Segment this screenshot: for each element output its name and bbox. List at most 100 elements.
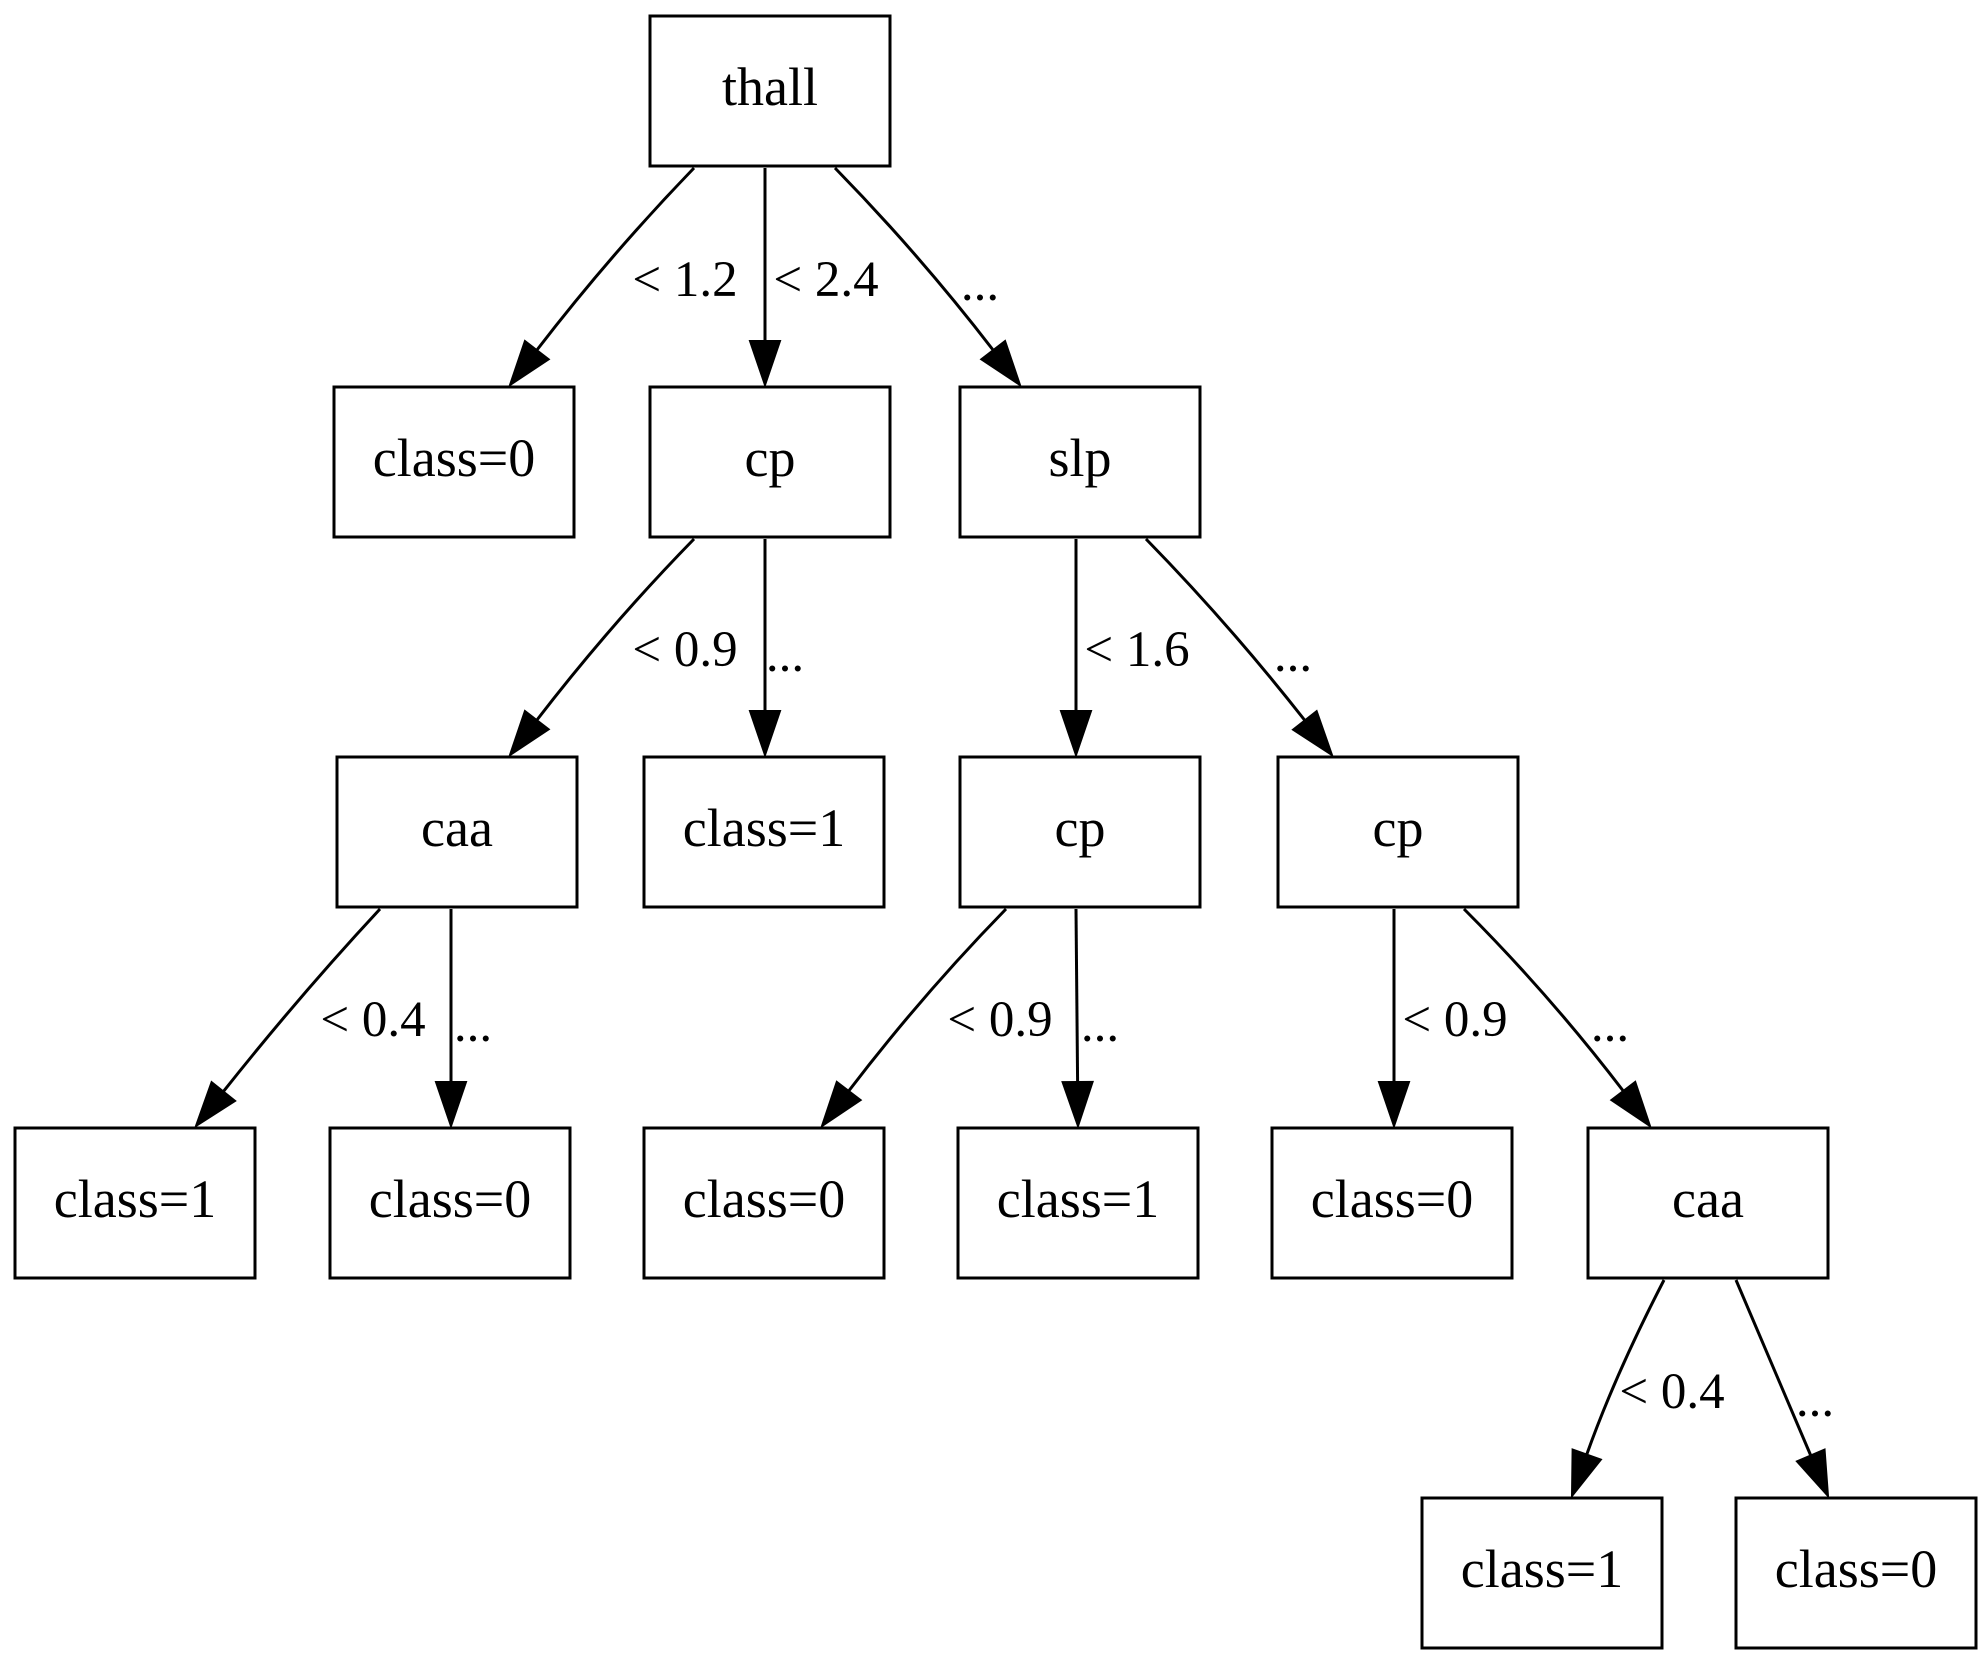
node-label: class=0 — [369, 1169, 531, 1229]
node-box — [1270, 1126, 1514, 1280]
split-node: cp — [648, 385, 892, 539]
tree-edge — [820, 907, 1008, 1129]
edge-labels-layer: < 1.2 < 2.4... < 0.9... < 1.6... < 0.4... < 0… — [320, 252, 1834, 1428]
node-box — [332, 385, 576, 539]
edge-label: ... — [1081, 997, 1119, 1053]
tree-edge — [194, 907, 382, 1129]
leaf-node: class=0 — [328, 1126, 572, 1280]
arrowhead-icon — [508, 339, 551, 388]
arrowhead-icon — [508, 709, 551, 758]
node-label: class=0 — [683, 1169, 845, 1229]
leaf-node: class=0 — [642, 1126, 886, 1280]
tree-edge — [748, 168, 782, 389]
edge-label: < 2.4 — [773, 252, 878, 308]
arrowhead-icon — [979, 339, 1022, 388]
node-box — [328, 1126, 572, 1280]
tree-edge — [748, 539, 782, 759]
edge-label: < 1.2 — [632, 252, 737, 308]
edge-line — [1074, 908, 1080, 1083]
edge-line — [847, 907, 1008, 1092]
tree-edge — [508, 537, 696, 758]
tree-edge — [508, 166, 696, 388]
node-box — [1586, 1126, 1830, 1280]
edge-line — [1585, 1279, 1666, 1456]
arrowhead-icon — [1377, 1081, 1411, 1130]
tree-edge — [1059, 539, 1093, 759]
arrowhead-icon — [194, 1080, 237, 1129]
node-box — [1734, 1496, 1978, 1650]
split-node: caa — [1586, 1126, 1830, 1280]
leaf-node: class=0 — [1270, 1126, 1514, 1280]
edges-layer — [194, 166, 1830, 1499]
split-node: thall — [648, 14, 892, 168]
edge-label: < 0.9 — [632, 622, 737, 678]
edge-line — [222, 907, 382, 1093]
arrowhead-icon — [748, 340, 782, 389]
arrowhead-icon — [1570, 1448, 1603, 1499]
edge-line — [1462, 907, 1625, 1092]
node-box — [958, 755, 1202, 909]
edge-label: < 0.9 — [947, 992, 1052, 1048]
node-label: class=1 — [997, 1169, 1159, 1229]
node-label: class=0 — [373, 428, 535, 488]
node-box — [642, 755, 886, 909]
node-label: cp — [745, 428, 796, 488]
node-box — [13, 1126, 257, 1280]
node-label: class=0 — [1311, 1169, 1473, 1229]
edge-line — [535, 166, 696, 352]
arrowhead-icon — [748, 710, 782, 759]
edge-label: < 0.4 — [1619, 1364, 1724, 1420]
edge-label: < 0.9 — [1402, 992, 1507, 1048]
node-label: cp — [1373, 798, 1424, 858]
split-node: cp — [958, 755, 1202, 909]
leaf-node: class=0 — [1734, 1496, 1978, 1650]
edge-label: ... — [1796, 1372, 1834, 1428]
tree-edge — [434, 909, 468, 1130]
edge-line — [833, 166, 995, 352]
split-node: slp — [958, 385, 1202, 539]
edge-label: ... — [454, 997, 492, 1053]
leaf-node: class=0 — [332, 385, 576, 539]
node-label: thall — [722, 57, 818, 117]
node-label: cp — [1055, 798, 1106, 858]
split-node: cp — [1276, 755, 1520, 909]
edge-label: < 0.4 — [320, 992, 425, 1048]
leaf-node: class=1 — [642, 755, 886, 909]
arrowhead-icon — [1291, 709, 1334, 758]
tree-edge — [1462, 907, 1652, 1129]
node-label: class=1 — [1461, 1539, 1623, 1599]
edge-label: ... — [961, 256, 999, 312]
node-box — [958, 385, 1202, 539]
node-label: class=1 — [683, 798, 845, 858]
split-node: caa — [335, 755, 579, 909]
node-box — [335, 755, 579, 909]
node-box — [648, 385, 892, 539]
node-label: caa — [421, 798, 493, 858]
tree-edge — [833, 166, 1022, 388]
edge-label: ... — [1591, 997, 1629, 1053]
node-label: class=1 — [54, 1169, 216, 1229]
node-box — [642, 1126, 886, 1280]
node-box — [1420, 1496, 1664, 1650]
edge-label: < 1.6 — [1084, 622, 1189, 678]
nodes-layer: thall class=0 cp slp caa class=1 cp cp class=1 cl… — [13, 14, 1978, 1650]
node-box — [1276, 755, 1520, 909]
edge-label: ... — [1274, 627, 1312, 683]
edge-label: ... — [766, 627, 804, 683]
edge-line — [535, 537, 696, 722]
arrowhead-icon — [1059, 710, 1093, 759]
tree-edge — [1377, 909, 1411, 1130]
edge-line — [1734, 1279, 1813, 1457]
leaf-node: class=1 — [1420, 1496, 1664, 1650]
node-box — [648, 14, 892, 168]
tree-edge — [1144, 537, 1334, 758]
arrowhead-icon — [434, 1081, 468, 1130]
arrowhead-icon — [1061, 1080, 1094, 1130]
leaf-node: class=1 — [956, 1126, 1200, 1280]
arrowhead-icon — [1795, 1448, 1830, 1499]
arrowhead-icon — [820, 1080, 863, 1129]
leaf-node: class=1 — [13, 1126, 257, 1280]
arrowhead-icon — [1609, 1080, 1652, 1129]
node-label: caa — [1672, 1169, 1744, 1229]
